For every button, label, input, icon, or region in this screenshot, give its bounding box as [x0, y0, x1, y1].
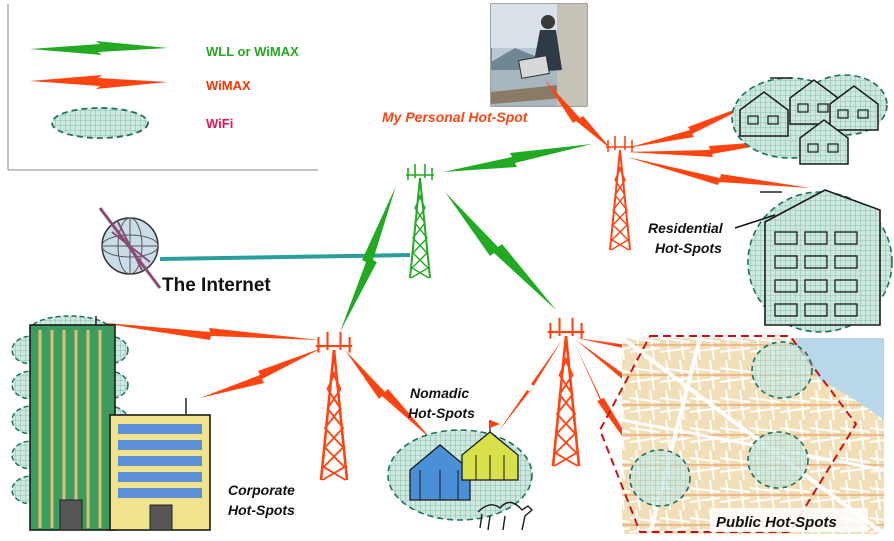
corporate-label-line1: Corporate	[228, 482, 295, 498]
camel-icon	[477, 501, 534, 531]
nomadic-hotspots	[387, 420, 534, 531]
antenna-tower-icon	[605, 135, 635, 251]
antenna-tower-icon	[314, 330, 354, 482]
wifi-cloud-icon	[747, 431, 809, 489]
residential-hotspots	[731, 74, 893, 333]
nomadic-label-line2: Hot-Spots	[408, 405, 475, 421]
wimax-bolt-icon	[627, 157, 810, 188]
wifi-cloud-icon	[629, 449, 691, 507]
apartment-building-icon	[764, 189, 881, 326]
office-building-icon	[29, 324, 116, 531]
wimax-bolt-icon	[345, 350, 432, 440]
public-hotspots-label: Public Hot-Spots	[716, 514, 837, 531]
residential-label-line2: Hot-Spots	[655, 240, 722, 256]
public-label-bg	[710, 508, 868, 532]
map-water	[790, 338, 884, 420]
legend-wifi-cloud-icon	[51, 107, 149, 139]
circus-tent-icon	[409, 420, 519, 501]
legend-wimax-label: WiMAX	[206, 78, 251, 93]
nomadic-label-line1: Nomadic	[410, 385, 469, 401]
building-door	[59, 499, 83, 531]
residential-label-line1: Residential	[648, 220, 724, 236]
wimax-bolt-icon	[95, 322, 320, 340]
wimax-bolt-icon	[545, 80, 612, 150]
legend-wll-label: WLL or WiMAX	[206, 44, 299, 59]
antenna-tower-icon	[405, 163, 435, 279]
personal-hotspot-label: My Personal Hot-Spot	[382, 109, 529, 125]
wimax-bolt-icon	[200, 348, 322, 398]
wll-links	[340, 144, 592, 332]
building-door	[149, 504, 173, 531]
residential-callout-line	[734, 214, 776, 229]
public-hotspots	[598, 335, 886, 536]
legend-wifi-label: WiFi	[206, 116, 233, 131]
wll-bolt-icon	[340, 186, 396, 332]
antenna-tower-icon	[546, 316, 586, 468]
internet-label: The Internet	[162, 275, 271, 296]
wll-bolt-icon	[445, 192, 556, 310]
legend-wimax-bolt-icon	[30, 75, 168, 89]
personal-photo-icon	[490, 3, 588, 107]
wifi-cloud-icon	[751, 341, 813, 399]
wimax-bolt-icon	[498, 340, 562, 432]
legend-wll-bolt-icon	[30, 41, 168, 55]
corporate-hotspots	[11, 315, 211, 531]
wll-bolt-icon	[443, 144, 592, 172]
corporate-label-line2: Hot-Spots	[228, 502, 295, 518]
legend: WLL or WiMAX WiMAX WiFi	[7, 4, 318, 171]
globe-icon	[98, 207, 162, 289]
